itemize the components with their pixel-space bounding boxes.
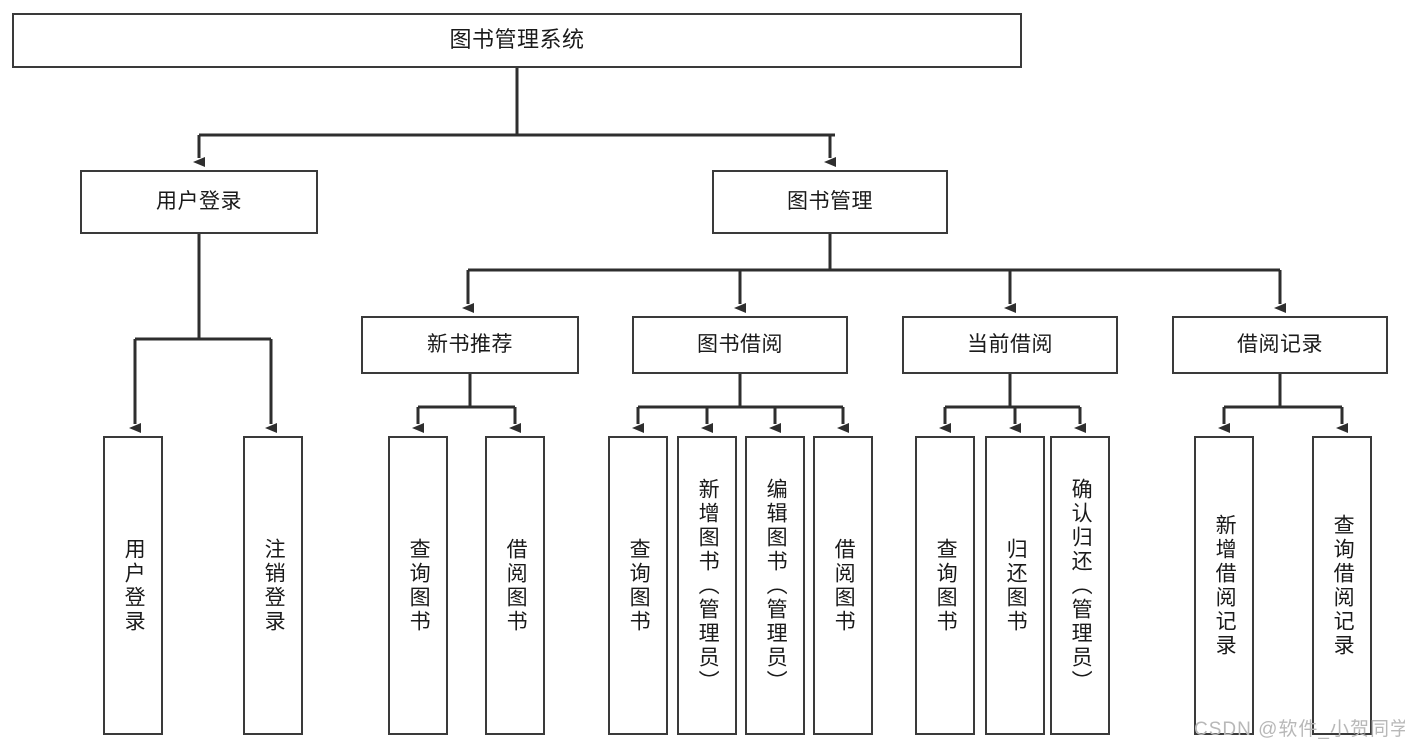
node-leaf-logout-label: 注销登录 [262, 537, 286, 634]
node-leaf-query-record-label: 查询借阅记录 [1331, 513, 1355, 658]
node-leaf-add-book-label: 新增图书（管理员） [696, 477, 720, 694]
node-current-borrow[interactable]: 当前借阅 [902, 316, 1118, 374]
node-current-borrow-label: 当前借阅 [967, 333, 1053, 357]
node-leaf-borrow-book-2[interactable]: 借阅图书 [813, 436, 873, 735]
node-leaf-query-book-3[interactable]: 查询图书 [915, 436, 975, 735]
node-leaf-user-login-label: 用户登录 [122, 537, 146, 634]
node-leaf-user-login[interactable]: 用户登录 [103, 436, 163, 735]
node-root-label: 图书管理系统 [449, 27, 585, 53]
node-leaf-logout[interactable]: 注销登录 [243, 436, 303, 735]
watermark: CSDN @软件_小贺同学 [1194, 719, 1405, 740]
node-book-borrow-label: 图书借阅 [697, 333, 783, 357]
node-leaf-borrow-book-2-label: 借阅图书 [832, 537, 856, 634]
node-leaf-query-book-1[interactable]: 查询图书 [388, 436, 448, 735]
node-leaf-return-book[interactable]: 归还图书 [985, 436, 1045, 735]
node-leaf-edit-book[interactable]: 编辑图书（管理员） [745, 436, 805, 735]
node-new-book-recommend-label: 新书推荐 [427, 333, 513, 357]
node-leaf-add-record[interactable]: 新增借阅记录 [1194, 436, 1254, 735]
node-leaf-add-book[interactable]: 新增图书（管理员） [677, 436, 737, 735]
node-book-manage-label: 图书管理 [787, 190, 873, 214]
node-leaf-query-book-1-label: 查询图书 [407, 537, 431, 634]
node-leaf-add-record-label: 新增借阅记录 [1213, 513, 1237, 658]
node-book-borrow[interactable]: 图书借阅 [632, 316, 848, 374]
node-borrow-record[interactable]: 借阅记录 [1172, 316, 1388, 374]
node-leaf-return-book-label: 归还图书 [1004, 537, 1028, 634]
node-user-login[interactable]: 用户登录 [80, 170, 318, 234]
node-book-manage[interactable]: 图书管理 [712, 170, 948, 234]
node-leaf-query-book-3-label: 查询图书 [934, 537, 958, 634]
node-leaf-query-book-2-label: 查询图书 [627, 537, 651, 634]
node-borrow-record-label: 借阅记录 [1237, 333, 1323, 357]
node-leaf-confirm-return-label: 确认归还（管理员） [1069, 477, 1093, 694]
node-new-book-recommend[interactable]: 新书推荐 [361, 316, 579, 374]
node-leaf-borrow-book-1-label: 借阅图书 [504, 537, 528, 634]
node-leaf-edit-book-label: 编辑图书（管理员） [764, 477, 788, 694]
node-root[interactable]: 图书管理系统 [12, 13, 1022, 68]
node-leaf-query-record[interactable]: 查询借阅记录 [1312, 436, 1372, 735]
node-leaf-confirm-return[interactable]: 确认归还（管理员） [1050, 436, 1110, 735]
node-leaf-query-book-2[interactable]: 查询图书 [608, 436, 668, 735]
node-user-login-label: 用户登录 [156, 190, 242, 214]
node-leaf-borrow-book-1[interactable]: 借阅图书 [485, 436, 545, 735]
